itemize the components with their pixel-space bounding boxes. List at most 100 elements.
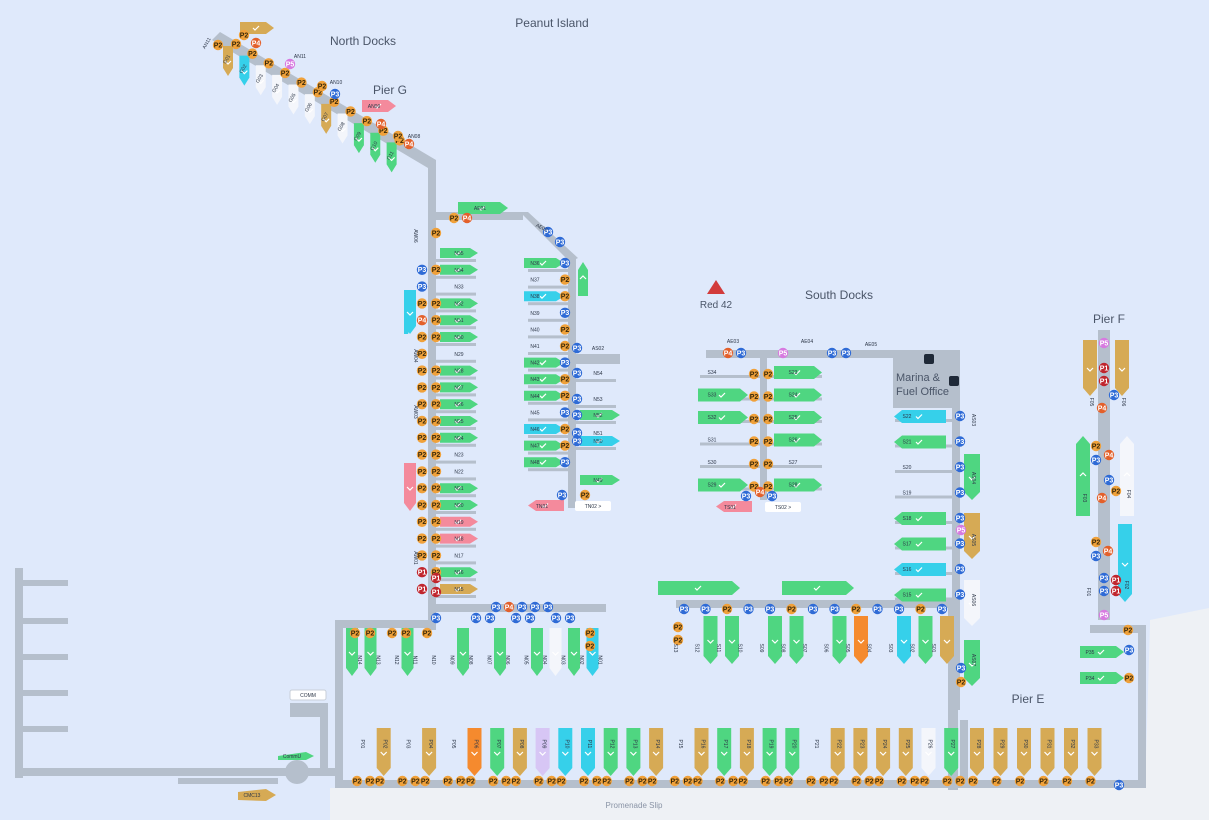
boat-P07[interactable] (490, 728, 505, 776)
boat-P20[interactable] (785, 728, 800, 776)
boat-AS06[interactable] (964, 580, 980, 626)
boat-P10[interactable] (558, 728, 573, 776)
boat-P29[interactable] (993, 728, 1008, 776)
boat-P31[interactable] (1040, 728, 1055, 776)
boat-N01[interactable] (586, 628, 599, 676)
boat-N52[interactable] (580, 410, 620, 420)
boat-pier-g-8[interactable] (337, 113, 348, 144)
boat-S21[interactable] (894, 435, 946, 449)
boat-AN11[interactable] (240, 22, 274, 34)
boat-pier-g-9[interactable] (353, 123, 364, 154)
boat-S23[interactable] (774, 366, 822, 379)
boat-S25[interactable] (774, 411, 822, 424)
boat-F02[interactable] (1118, 524, 1132, 602)
boat-TN01[interactable] (528, 500, 564, 511)
boat-N44[interactable] (524, 390, 564, 401)
boat-S15[interactable] (894, 588, 946, 602)
boat-S11[interactable] (725, 616, 739, 664)
boat-N31[interactable] (440, 315, 478, 326)
boat-AW02[interactable] (404, 463, 416, 511)
boat-P18[interactable] (739, 728, 754, 776)
boat-N30[interactable] (440, 332, 478, 342)
boat-N28[interactable] (440, 365, 478, 376)
slip-tag-tn02[interactable] (575, 501, 611, 511)
boat-S17[interactable] (894, 537, 946, 551)
boat-S28[interactable] (774, 478, 822, 492)
boat-N46[interactable] (524, 424, 564, 434)
boat-F03[interactable] (1076, 436, 1090, 516)
boat-F06[interactable] (1115, 340, 1129, 396)
boat-P02[interactable] (376, 728, 391, 776)
boat-S26[interactable] (774, 433, 822, 447)
boat-TS01[interactable] (716, 501, 752, 512)
boat-N32[interactable] (440, 298, 478, 309)
boat-S16[interactable] (894, 563, 946, 576)
boat-F04[interactable] (1120, 436, 1134, 516)
boat-N48[interactable] (524, 457, 564, 468)
boat-pier-g-10[interactable] (370, 132, 381, 163)
boat-P25[interactable] (898, 728, 913, 776)
boat-S05[interactable] (854, 616, 868, 664)
boat-S-wide-1[interactable] (658, 581, 740, 595)
comm-tag[interactable]: COMM (289, 689, 327, 701)
boat-S03[interactable] (897, 616, 911, 664)
commu-boat[interactable]: CommU (278, 752, 314, 760)
boat-P13[interactable] (626, 728, 641, 776)
boat-pier-g-6[interactable] (304, 94, 315, 125)
boat-AE01[interactable] (458, 202, 508, 214)
boat-P11[interactable] (581, 728, 595, 776)
boat-N02[interactable] (568, 628, 580, 676)
boat-S08[interactable] (789, 616, 804, 664)
boat-P19[interactable] (762, 728, 777, 776)
boat-N34[interactable] (440, 264, 478, 275)
boat-AS04[interactable] (964, 454, 980, 500)
boat-N27[interactable] (440, 382, 478, 393)
boat-S24[interactable] (774, 388, 822, 402)
boat-P34[interactable] (1080, 672, 1124, 684)
boat-pier-g-2[interactable] (239, 55, 250, 86)
boat-S-wide-2[interactable] (782, 581, 854, 595)
boat-N04[interactable] (531, 628, 543, 676)
boat-pier-g-7[interactable] (321, 103, 332, 134)
boat-AN09[interactable] (362, 100, 396, 112)
boat-P22[interactable] (830, 728, 845, 776)
boat-S06[interactable] (832, 616, 847, 664)
boat-pier-g-4[interactable] (272, 74, 283, 105)
boat-P23[interactable] (853, 728, 868, 776)
boat-S32[interactable] (698, 411, 748, 424)
boat-N15[interactable] (440, 584, 478, 594)
boat-pier-g-1[interactable] (223, 46, 233, 76)
boat-S09[interactable] (768, 616, 782, 664)
slip-tag-ts02[interactable] (765, 502, 801, 512)
boat-N50[interactable] (580, 436, 620, 446)
boat-P09[interactable] (535, 728, 550, 776)
boat-P16[interactable] (694, 728, 709, 776)
boat-P17[interactable] (717, 728, 732, 776)
boat-P14[interactable] (649, 728, 664, 776)
boat-N16[interactable] (440, 567, 478, 578)
boat-N43[interactable] (524, 374, 564, 385)
boat-N42[interactable] (524, 357, 564, 368)
boat-P32[interactable] (1064, 728, 1078, 776)
boat-N03[interactable] (549, 628, 562, 676)
boat-N24[interactable] (440, 432, 478, 443)
boat-N36[interactable] (524, 258, 564, 268)
boat-P28[interactable] (970, 728, 984, 776)
boat-P12[interactable] (603, 728, 618, 776)
boat-S02[interactable] (918, 616, 933, 664)
boat-P30[interactable] (1017, 728, 1031, 776)
boat-N14[interactable] (346, 628, 358, 676)
boat-N08[interactable] (457, 628, 469, 676)
boat-AS05[interactable] (964, 513, 980, 559)
boat-P33[interactable] (1087, 728, 1102, 776)
boat-P26[interactable] (921, 728, 936, 776)
boat-N13[interactable] (364, 628, 377, 676)
boat-AS07[interactable] (964, 640, 980, 686)
boat-N11[interactable] (401, 628, 414, 676)
boat-S22[interactable] (894, 410, 946, 423)
boat-pier-g-5[interactable] (288, 84, 299, 115)
boat-P35[interactable] (1080, 646, 1124, 658)
boat-AW05[interactable] (404, 290, 416, 334)
boat-N47[interactable] (524, 440, 564, 451)
boat-F05[interactable] (1083, 340, 1097, 396)
